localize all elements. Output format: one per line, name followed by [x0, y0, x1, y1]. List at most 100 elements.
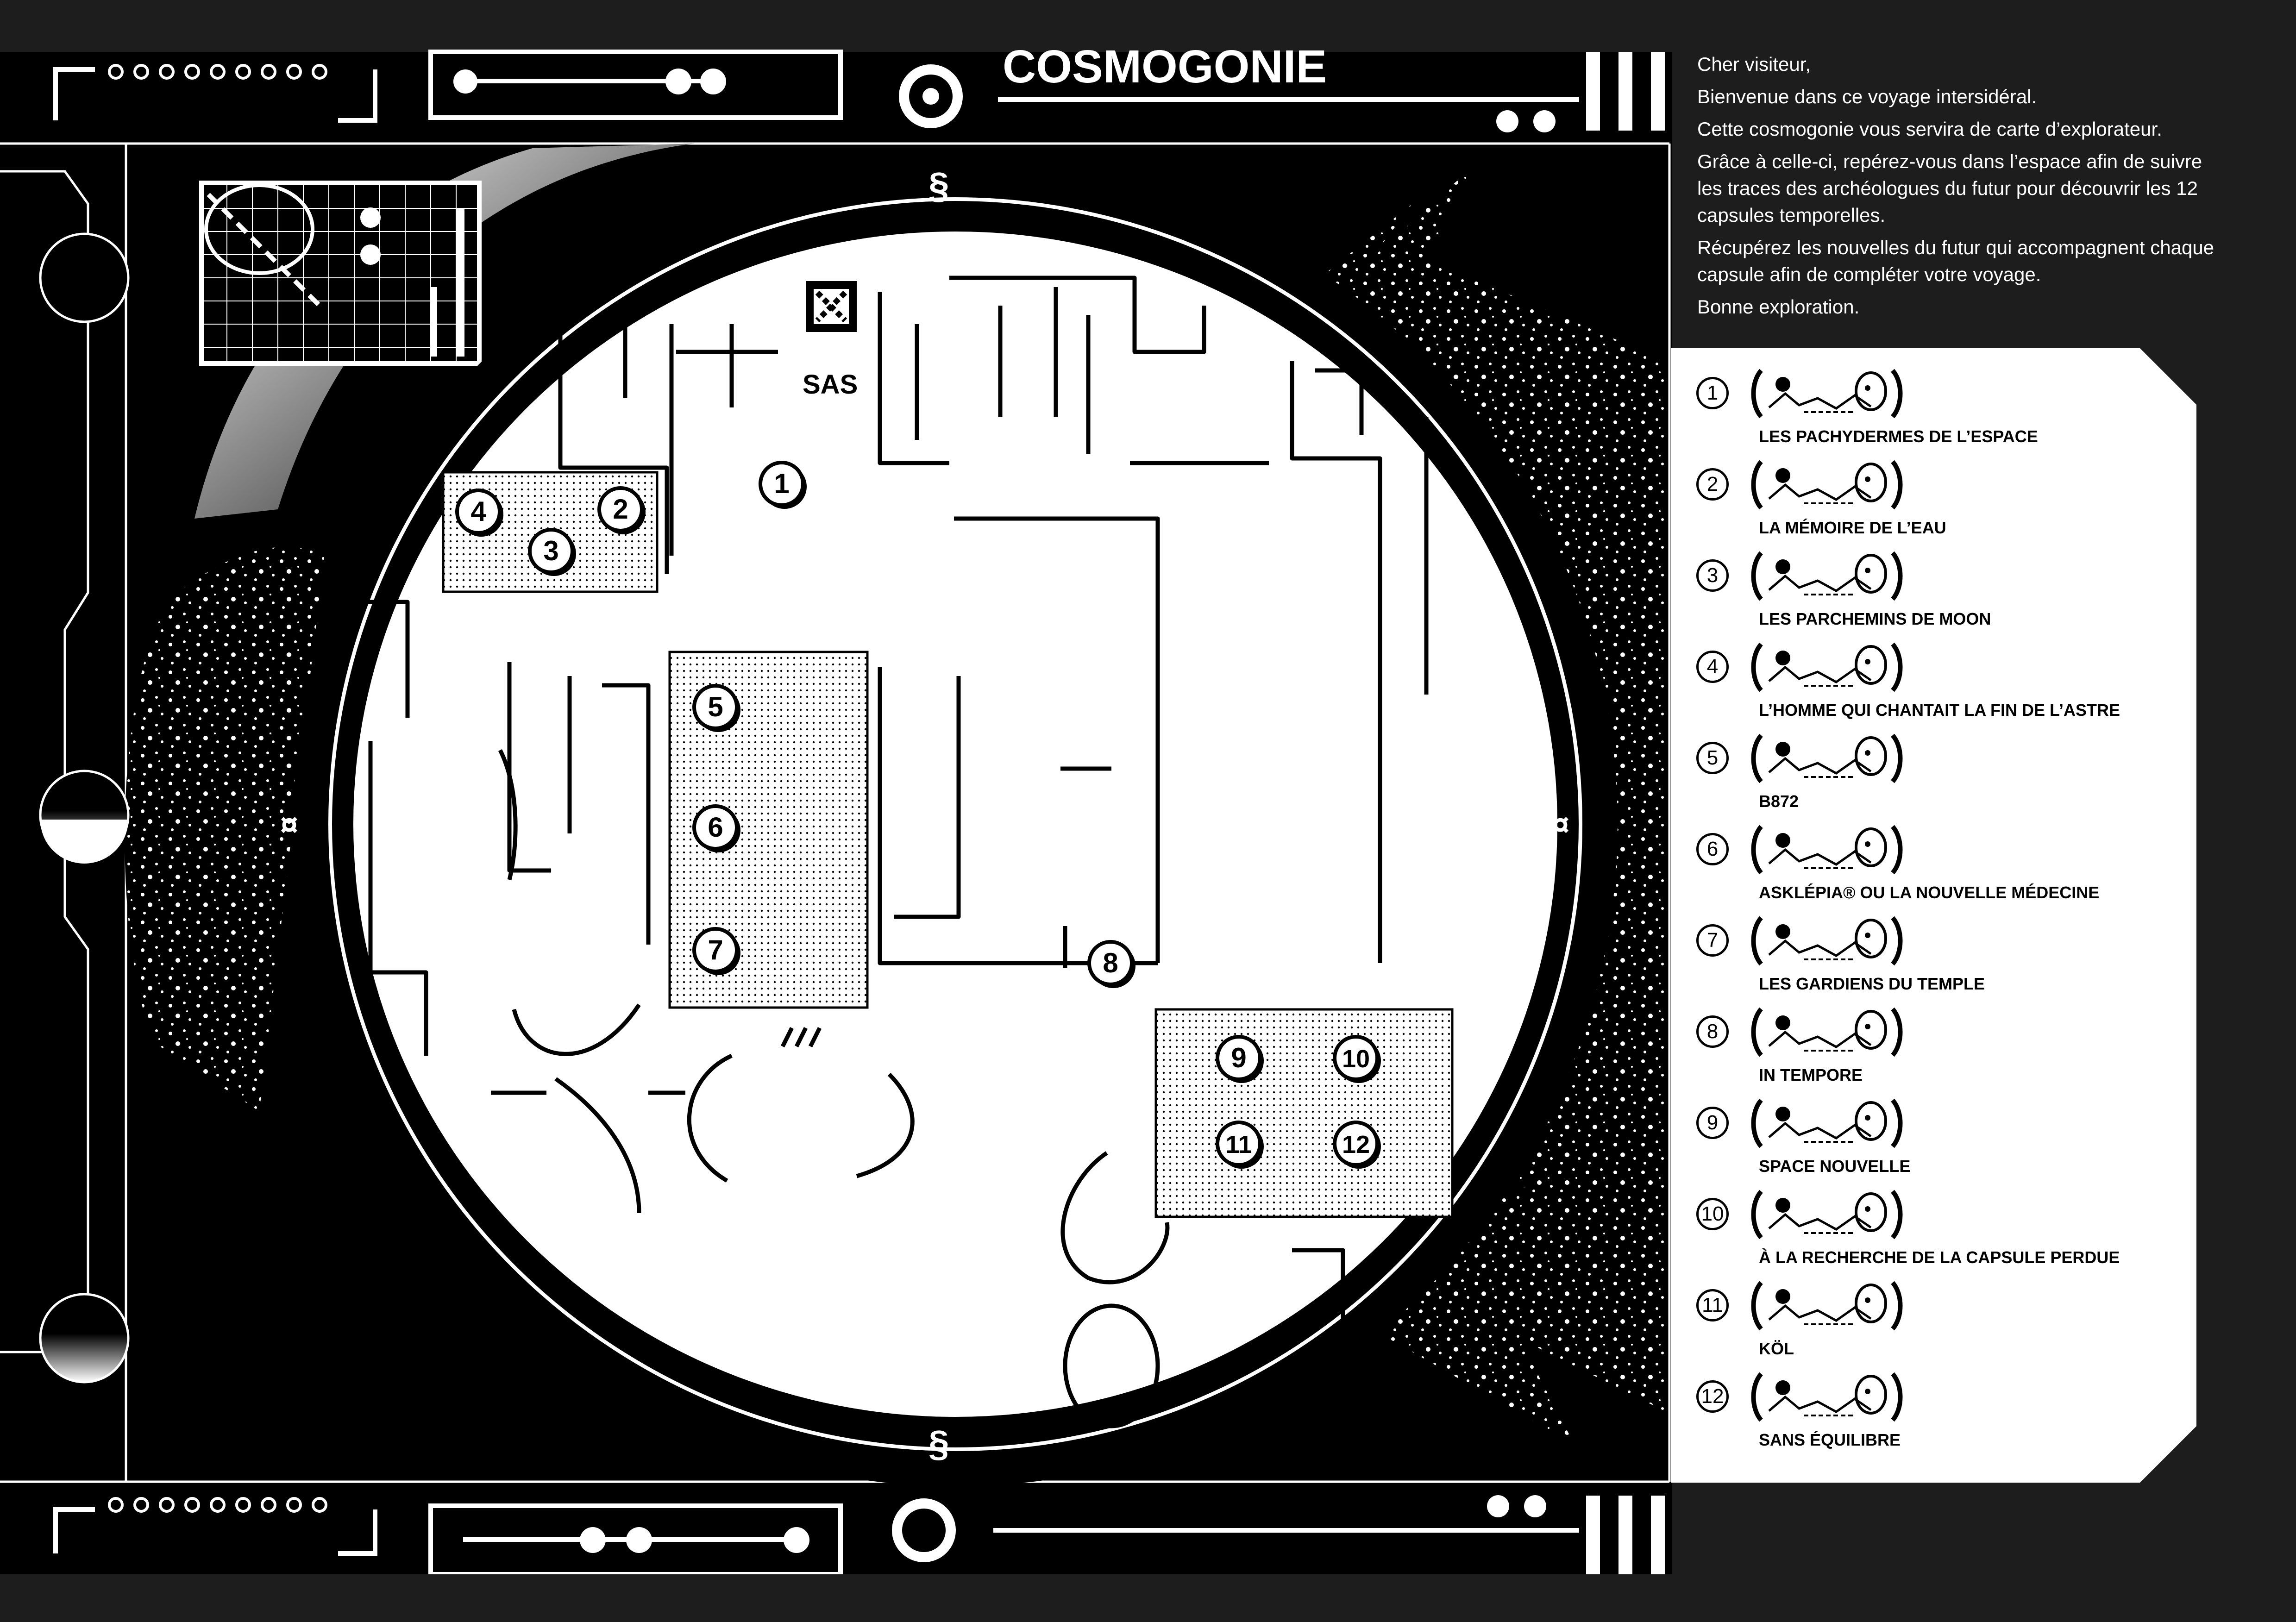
capsule-pictogram-icon [1748, 639, 1906, 695]
legend-number: 7 [1696, 924, 1729, 957]
capsule-pictogram-icon [1748, 1187, 1906, 1242]
map-area [353, 232, 1557, 1417]
map-marker-label: 6 [708, 812, 723, 843]
page-title: COSMOGONIE [1003, 41, 1327, 93]
map-marker-label: 8 [1103, 947, 1118, 978]
capsule-pictogram-icon [1748, 731, 1906, 786]
legend-item: 8 IN TEMPORE [1696, 1001, 2178, 1089]
top-bar [53, 50, 1579, 123]
starfield-left [125, 547, 324, 1111]
legend-label: B872 [1759, 792, 1799, 811]
capsule-pictogram-icon [1748, 913, 1906, 969]
legend-number: 1 [1696, 377, 1729, 409]
map-marker-9: 9 [1216, 1035, 1264, 1083]
capsule-pictogram-icon [1748, 548, 1906, 604]
intro-paragraph: Récupérez les nouvelles du futur qui acc… [1697, 237, 2214, 285]
map-marker-10: 10 [1333, 1035, 1381, 1083]
legend-label: L’HOMME QUI CHANTAIT LA FIN DE L’ASTRE [1759, 701, 2120, 720]
map-marker-7: 7 [692, 927, 740, 975]
map-marker-label: 11 [1225, 1131, 1252, 1159]
legend-number: 2 [1696, 468, 1729, 501]
legend-number: 9 [1696, 1107, 1729, 1139]
legend-label: LA MÉMOIRE DE L’EAU [1759, 518, 1946, 537]
capsule-pictogram-icon [1748, 457, 1906, 513]
intro-paragraph: Cette cosmogonie vous servira de carte d… [1697, 118, 2162, 140]
capsule-pictogram-icon [1748, 1278, 1906, 1334]
capsule-pictogram-icon [1748, 1096, 1906, 1151]
compass-left: ¤ [280, 807, 298, 843]
compass-bottom: § [928, 1423, 949, 1464]
legend-item: 10 À LA RECHERCHE DE LA CAPSULE PERDUE [1696, 1183, 2178, 1271]
map-marker-label: 5 [708, 691, 723, 722]
bottom-bar [53, 1495, 1665, 1574]
legend-number: 10 [1696, 1198, 1729, 1230]
legend-corner [2140, 1426, 2196, 1483]
legend-number: 12 [1696, 1380, 1729, 1413]
map-marker-label: 3 [543, 535, 558, 566]
capsule-pictogram-icon [1748, 1004, 1906, 1060]
map-marker-8: 8 [1087, 940, 1135, 988]
legend-corner [2140, 348, 2196, 405]
intro-paragraph: Cher visiteur, [1697, 53, 1811, 75]
sas-icon [806, 281, 857, 332]
legend-label: ASKLÉPIA® OU LA NOUVELLE MÉDECINE [1759, 883, 2100, 902]
legend-number: 11 [1696, 1289, 1729, 1321]
legend-number: 4 [1696, 651, 1729, 683]
map-marker-11: 11 [1216, 1121, 1264, 1169]
map-marker-5: 5 [692, 684, 740, 732]
capsule-pictogram-icon [1748, 1369, 1906, 1425]
map-marker-label: 12 [1342, 1131, 1370, 1159]
map-marker-label: 1 [774, 468, 789, 499]
legend-label: KÖL [1759, 1339, 1794, 1358]
target-icon [892, 1498, 956, 1562]
intro-paragraph: Bienvenue dans ce voyage intersidéral. [1697, 86, 2037, 107]
map-marker-4: 4 [455, 488, 503, 537]
legend-number: 3 [1696, 559, 1729, 592]
compass-top: § [928, 165, 949, 206]
legend-number: 8 [1696, 1015, 1729, 1048]
map-marker-6: 6 [692, 804, 740, 852]
map-marker-1: 1 [759, 461, 807, 509]
legend-label: IN TEMPORE [1759, 1065, 1863, 1084]
legend-label: SANS ÉQUILIBRE [1759, 1430, 1901, 1449]
map-marker-label: 9 [1231, 1042, 1246, 1073]
legend-label: LES PARCHEMINS DE MOON [1759, 609, 1991, 628]
legend-item: 2 LA MÉMOIRE DE L’EAU [1696, 453, 2178, 541]
intro-paragraph: Grâce à celle-ci, repérez-vous dans l’es… [1697, 150, 2202, 226]
legend-label: SPACE NOUVELLE [1759, 1157, 1911, 1176]
map-marker-label: 4 [470, 496, 486, 527]
legend-label: À LA RECHERCHE DE LA CAPSULE PERDUE [1759, 1248, 2120, 1267]
radar-grid [199, 181, 482, 366]
legend-label: LES GARDIENS DU TEMPLE [1759, 974, 1985, 993]
compass-right: ¤ [1551, 807, 1569, 843]
map-marker-label: 2 [613, 494, 628, 525]
map-marker-2: 2 [597, 486, 646, 534]
map-marker-label: 10 [1342, 1045, 1370, 1073]
cosmogony-map: COSMOGONIE [0, 41, 1672, 1574]
capsule-pictogram-icon [1748, 822, 1906, 877]
legend-number: 6 [1696, 833, 1729, 865]
target-icon [899, 64, 963, 128]
sas-label: SAS [803, 369, 858, 400]
legend-number: 5 [1696, 742, 1729, 774]
capsule-pictogram-icon [1748, 366, 1906, 421]
map-marker-12: 12 [1333, 1121, 1381, 1169]
intro-text: Cher visiteur, Bienvenue dans ce voyage … [1697, 51, 2230, 326]
map-marker-label: 7 [708, 934, 723, 965]
floor-plan-curves [498, 749, 1170, 1428]
map-marker-3: 3 [528, 528, 576, 576]
legend-label: LES PACHYDERMES DE L’ESPACE [1759, 427, 2038, 446]
intro-paragraph: Bonne exploration. [1697, 296, 1860, 318]
floor-plan-walls [361, 276, 1429, 1357]
